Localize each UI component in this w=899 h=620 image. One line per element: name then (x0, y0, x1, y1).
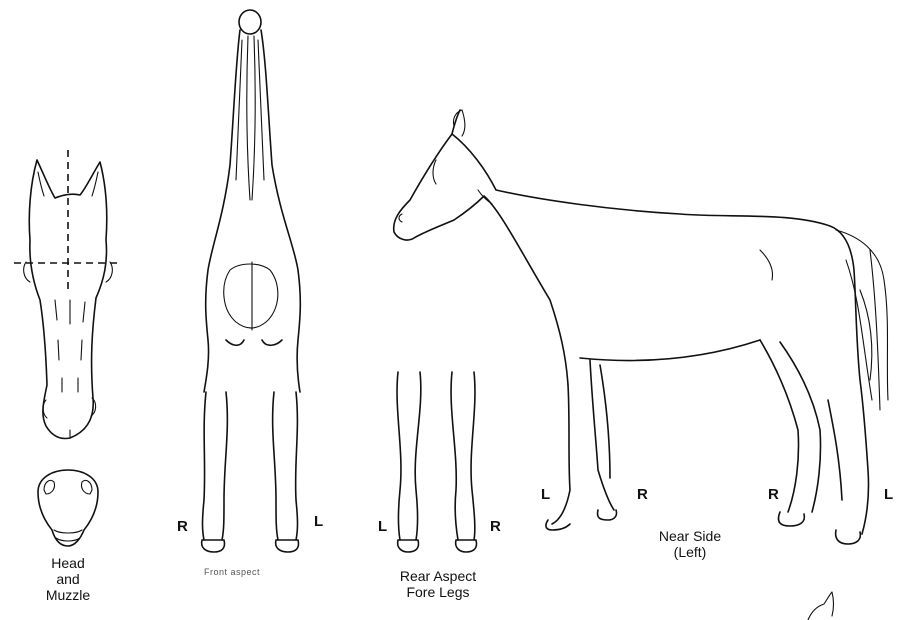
near-side-caption: Near Side (Left) (650, 528, 730, 560)
rear-caption-line1: Rear Aspect (378, 568, 498, 584)
side-fore-left-label: L (541, 487, 550, 503)
rear-aspect-fore-legs (397, 372, 476, 552)
rear-right-label: R (490, 519, 501, 535)
head-caption-line3: Muzzle (30, 587, 106, 603)
corner-sketch (808, 592, 834, 620)
near-side-line2: (Left) (650, 544, 730, 560)
head-caption-line1: Head (30, 555, 106, 571)
head-muzzle-caption: Head and Muzzle (30, 555, 106, 603)
side-hind-left-label: L (884, 487, 893, 503)
rear-caption-line2: Fore Legs (378, 584, 498, 600)
rear-left-label: L (378, 519, 387, 535)
front-aspect-caption: Front aspect (204, 564, 260, 580)
front-left-label: L (314, 514, 323, 530)
head-caption-line2: and (30, 571, 106, 587)
rear-aspect-caption: Rear Aspect Fore Legs (378, 568, 498, 600)
front-right-label: R (177, 519, 188, 535)
side-hind-right-label: R (768, 487, 779, 503)
muzzle-view (38, 470, 98, 546)
head-front-view (14, 150, 122, 439)
front-aspect-view (202, 10, 301, 552)
near-side-view (394, 110, 888, 544)
near-side-line1: Near Side (650, 528, 730, 544)
side-fore-right-label: R (637, 487, 648, 503)
